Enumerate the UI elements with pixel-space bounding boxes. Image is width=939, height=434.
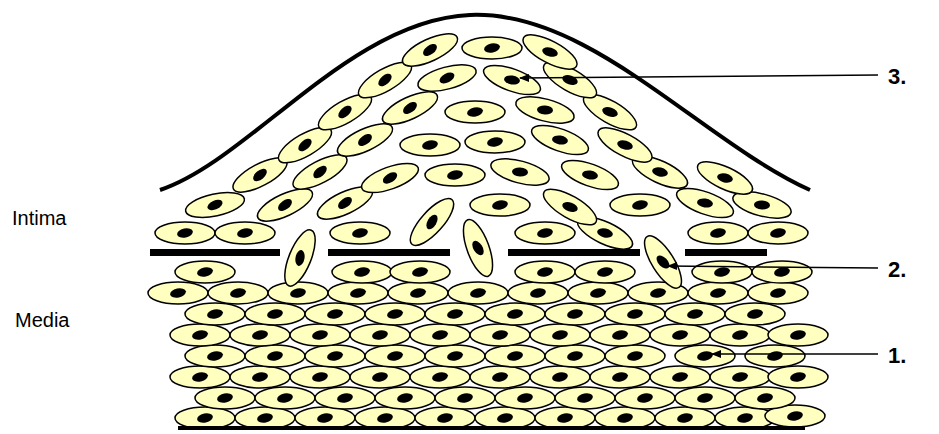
- media-cells: [148, 261, 828, 429]
- layer-label: Intima: [12, 207, 66, 230]
- neointima-outline: [160, 15, 810, 190]
- layer-label: Media: [15, 309, 69, 332]
- intima-cells: [155, 27, 808, 255]
- callout-number: 1.: [888, 343, 906, 369]
- elastic-lamina: [150, 249, 805, 430]
- callout-number: 3.: [888, 64, 906, 90]
- callout-number: 2.: [888, 257, 906, 283]
- leader-lines: [520, 75, 878, 354]
